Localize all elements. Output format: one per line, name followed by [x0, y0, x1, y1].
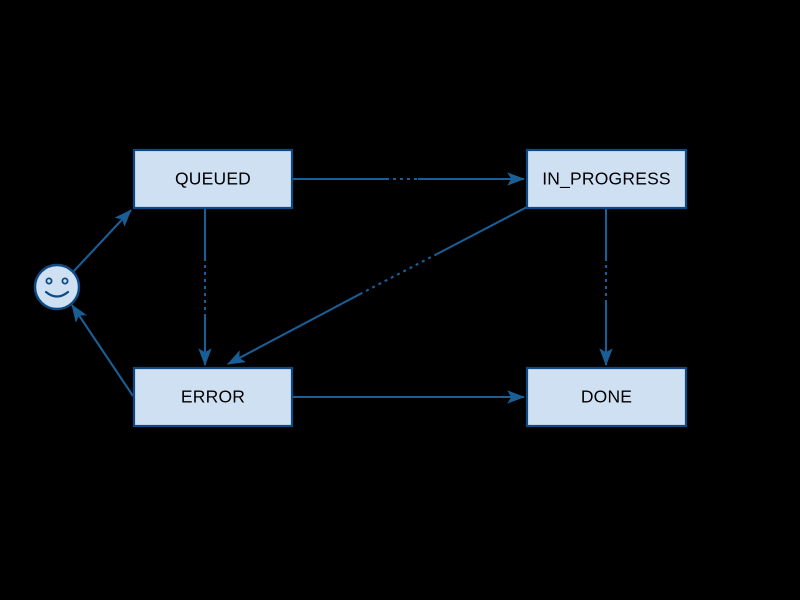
node-error[interactable]: ERROR — [132, 366, 294, 428]
node-done-label: DONE — [581, 387, 632, 407]
edge-path — [72, 209, 132, 273]
node-error-box — [132, 366, 294, 428]
edge-start-to-queued[interactable] — [72, 209, 132, 273]
smiley-right-eye-icon — [61, 277, 69, 285]
smiley-left-eye-icon — [45, 277, 53, 285]
node-queued[interactable]: QUEUED — [132, 148, 294, 210]
edge-path-segment-a — [436, 206, 528, 255]
node-error-label: ERROR — [181, 387, 245, 407]
node-in-progress-box — [525, 148, 688, 210]
edge-path — [71, 304, 134, 397]
node-queued-label: QUEUED — [175, 169, 251, 189]
edge-path-segment-b — [227, 292, 363, 365]
smiley-mouth-icon — [44, 290, 70, 298]
edge-path-gap — [361, 253, 438, 294]
edge-in-progress-to-error[interactable] — [227, 206, 528, 365]
node-start[interactable] — [33, 263, 81, 311]
node-done[interactable]: DONE — [525, 366, 688, 428]
node-layer: QUEUED IN_PROGRESS ERROR DONE — [33, 148, 688, 428]
smiley-face-icon — [33, 263, 81, 311]
edge-error-to-start[interactable] — [71, 304, 134, 397]
edge-layer — [71, 172, 613, 404]
node-in-progress[interactable]: IN_PROGRESS — [525, 148, 688, 210]
node-done-box — [525, 366, 688, 428]
node-queued-box — [132, 148, 294, 210]
node-in-progress-label: IN_PROGRESS — [542, 169, 671, 190]
